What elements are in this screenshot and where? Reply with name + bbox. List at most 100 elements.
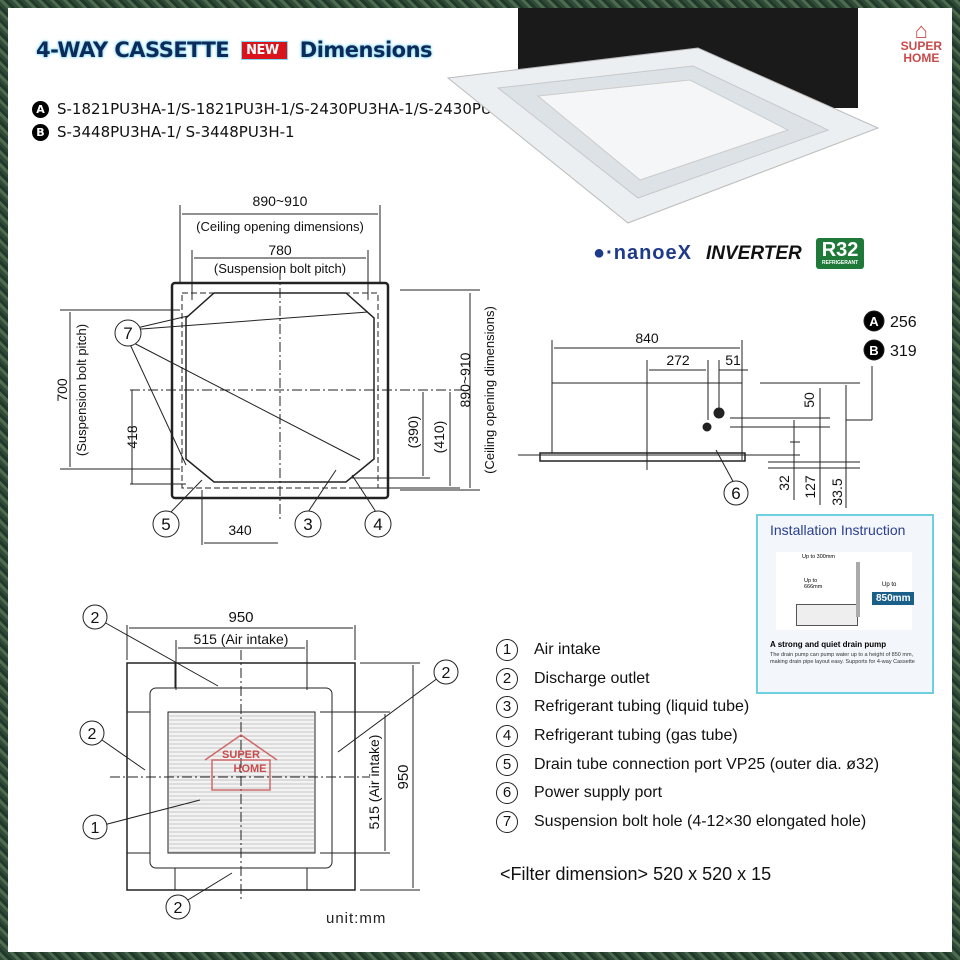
legend-text: Discharge outlet [534, 669, 650, 687]
model-row-a: A S-1821PU3HA-1/S-1821PU3H-1/S-2430PU3HA-… [32, 98, 528, 121]
badge-a: A [32, 101, 49, 118]
drawing-watermark-1: SUPER [222, 749, 260, 761]
callout-2: 2 [88, 726, 97, 743]
height-b-value: 319 [890, 343, 917, 360]
callout-2: 2 [442, 665, 451, 682]
model-text: S-1821PU3HA-1/S-1821PU3H-1/S-2430PU3HA-1… [57, 100, 528, 118]
up-to: Up to [882, 582, 897, 588]
dim-390: (390) [405, 416, 421, 449]
callout-1: 1 [91, 820, 100, 837]
dim-ceiling-width: 890~910 [253, 193, 308, 209]
nanoe-dot-icon: ●· [593, 242, 614, 264]
spec-sheet: 4-WAY CASSETTE NEW Dimensions A S-1821PU3… [8, 8, 952, 952]
legend-text: Power supply port [534, 784, 663, 802]
legend-item: 2 Discharge outlet [496, 665, 879, 694]
badge-b: B [32, 124, 49, 141]
drawing-watermark-2: HOME [234, 763, 267, 775]
height-a-value: 256 [890, 314, 917, 331]
front-view-drawing: SUPER HOME 950 515 (Air intake) 950 515 … [79, 604, 459, 920]
dim-950-height: 950 [395, 764, 412, 789]
dim-51: 51 [725, 352, 741, 368]
badge-b: B [869, 343, 878, 358]
callout-3: 3 [303, 515, 312, 534]
filter-label: <Filter dimension> [500, 864, 649, 884]
r32-text: R32 [821, 239, 859, 261]
title-text: 4-WAY CASSETTE [36, 38, 230, 62]
dim-bolt-height-label: (Suspension bolt pitch) [74, 324, 89, 456]
dim-340: 340 [228, 522, 252, 538]
dim-ceiling-label: (Ceiling opening dimensions) [196, 219, 364, 234]
filter-dimension: <Filter dimension> 520 x 520 x 15 [500, 864, 771, 885]
up-to-666: Up to 666mm [804, 578, 823, 590]
watermark-line2: HOME [903, 51, 940, 65]
new-badge: NEW [241, 40, 288, 60]
up-to-300: Up to 300mm [802, 554, 836, 560]
legend-item: 1 Air intake [496, 636, 879, 665]
callout-5: 5 [161, 515, 170, 534]
callout-2: 2 [174, 900, 183, 917]
dim-127: 127 [802, 475, 818, 499]
unit-label: unit:mm [326, 910, 387, 927]
callout-4: 4 [373, 515, 382, 534]
install-body: The drain pump can pump water up to a he… [770, 652, 915, 665]
legend-text: Refrigerant tubing (gas tube) [534, 727, 738, 745]
dimension-drawings: 890~910 (Ceiling opening dimensions) 780… [54, 193, 917, 920]
legend-num: 5 [496, 753, 518, 776]
side-view-drawing: 840 272 51 50 32 127 33.5 A 256 B 319 6 [518, 310, 917, 508]
legend-text: Suspension bolt hole (4-12×30 elongated … [534, 812, 867, 830]
callout-2: 2 [91, 610, 100, 627]
subtitle: Dimensions [299, 38, 433, 62]
model-list: A S-1821PU3HA-1/S-1821PU3H-1/S-2430PU3HA-… [32, 98, 528, 144]
legend-num: 1 [496, 639, 518, 662]
r32-sub: REFRIGERANT [822, 260, 859, 266]
legend-item: 5 Drain tube connection port VP25 (outer … [496, 750, 879, 779]
dim-ceiling-height-label: (Ceiling opening dimensions) [482, 306, 497, 474]
dim-ceiling-height: 890~910 [457, 352, 473, 407]
up-to-850: 850mm [872, 592, 915, 605]
badge-a: A [869, 314, 879, 329]
dim-50: 50 [801, 392, 817, 408]
legend-text: Air intake [534, 641, 601, 659]
dim-bolt-label: (Suspension bolt pitch) [214, 261, 346, 276]
dim-840: 840 [635, 330, 659, 346]
filter-value: 520 x 520 x 15 [653, 864, 772, 884]
dim-515-width: 515 (Air intake) [194, 631, 289, 647]
dim-418: 418 [124, 425, 140, 449]
top-view-drawing: 890~910 (Ceiling opening dimensions) 780… [54, 193, 497, 545]
legend-num: 3 [496, 696, 518, 719]
nanoe-text: nanoeX [613, 242, 692, 264]
legend-item: 6 Power supply port [496, 779, 879, 808]
watermark-house-icon [204, 734, 278, 791]
legend-text: Drain tube connection port VP25 (outer d… [534, 755, 880, 773]
callout-7: 7 [123, 324, 132, 343]
dim-515-height: 515 (Air intake) [366, 735, 382, 830]
dim-33-5: 33.5 [829, 478, 845, 505]
dim-32: 32 [776, 475, 792, 491]
model-text: S-3448PU3HA-1/ S-3448PU3H-1 [57, 123, 295, 141]
legend-num: 4 [496, 725, 518, 748]
page-title: 4-WAY CASSETTE NEW Dimensions [36, 38, 433, 62]
product-image [446, 8, 880, 224]
dim-272: 272 [666, 352, 690, 368]
watermark-line1: SUPER [900, 39, 942, 53]
inverter-logo: INVERTER [706, 242, 802, 264]
drain-pump-illustration: Up to 300mm Up to 666mm Up to 850mm [776, 552, 915, 630]
watermark-logo: ⌂ SUPER HOME [900, 18, 942, 65]
legend-text: Refrigerant tubing (liquid tube) [534, 698, 750, 716]
legend-num: 6 [496, 782, 518, 805]
legend-num: 2 [496, 667, 518, 690]
install-heading: A strong and quiet drain pump [770, 640, 887, 649]
model-row-b: B S-3448PU3HA-1/ S-3448PU3H-1 [32, 121, 528, 144]
dim-950-width: 950 [228, 609, 253, 626]
nanoe-logo: ●·nanoeX [593, 242, 692, 265]
installation-instruction-card: Installation Instruction Up to 300mm Up … [756, 514, 934, 694]
legend-item: 3 Refrigerant tubing (liquid tube) [496, 693, 879, 722]
dim-410: (410) [431, 421, 447, 454]
dim-bolt-width: 780 [268, 242, 292, 258]
callout-6: 6 [731, 484, 740, 503]
legend-item: 4 Refrigerant tubing (gas tube) [496, 722, 879, 751]
